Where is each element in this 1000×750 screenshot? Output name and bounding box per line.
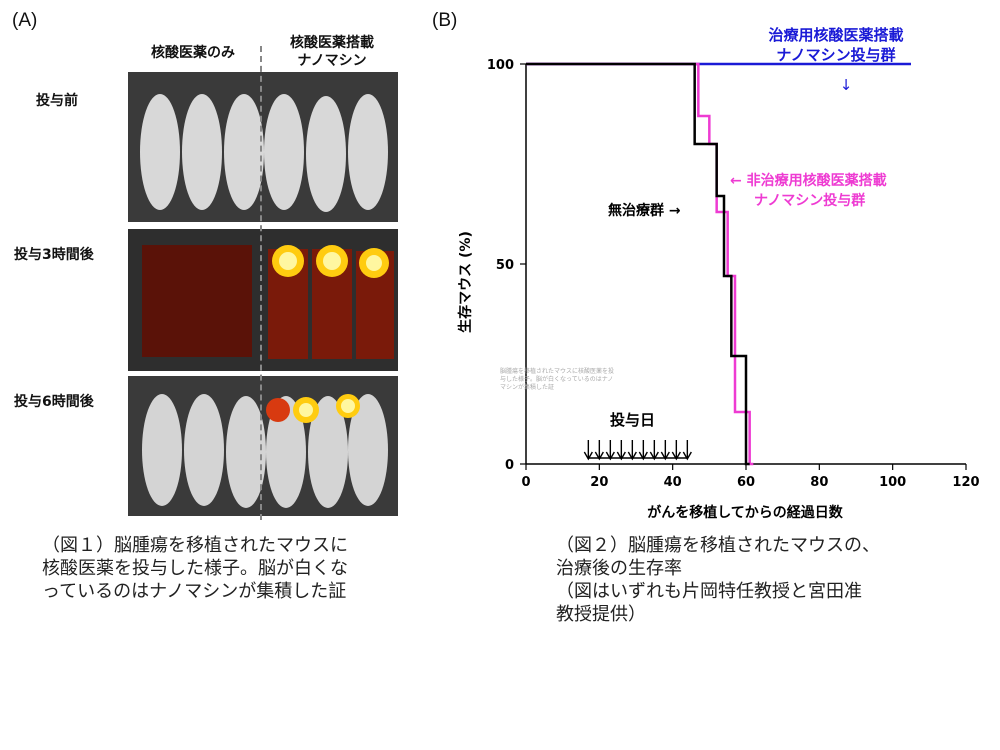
row-label-6h: 投与6時間後 — [14, 394, 94, 410]
x-tick-label: 0 — [521, 475, 530, 490]
dose-arrow-head — [649, 451, 659, 461]
figure2-caption: （図２）脳腫瘍を移植されたマウスの、 治療後の生存率 （図はいずれも片岡特任教授… — [556, 534, 880, 626]
legend-blue-line2: ナノマシン投与群 — [776, 46, 895, 64]
series-line-non-therapeutic — [526, 62, 754, 466]
mouse-photo-3h — [128, 229, 398, 371]
dose-arrow-head — [583, 451, 593, 461]
dose-arrow-head — [682, 451, 692, 461]
mice-6h-illustration — [142, 394, 388, 508]
small-note-line: 与した様子。脳が白くなっているのはナノ — [500, 375, 613, 383]
dose-arrow-head — [660, 451, 670, 461]
column-header-left: 核酸医薬のみ — [151, 45, 235, 61]
panel-b-label: (B) — [432, 10, 458, 31]
column-header-right-line2: ナノマシン — [297, 53, 367, 69]
survival-chart: 0 20 40 60 80 100 120 0 50 100 生存マウス (%) がんを移植してか… — [457, 26, 980, 521]
mice-3h-illustration — [142, 245, 394, 359]
figure1-caption: （図１）脳腫瘍を移植されたマウスに 核酸医薬を投与した様子。脳が白くな っている… — [42, 534, 348, 603]
legend-pink-line1: ← 非治療用核酸医薬搭載 — [730, 172, 887, 189]
y-tick-label: 0 — [505, 458, 514, 473]
column-header-right-line1: 核酸医薬搭載 — [290, 35, 374, 51]
y-tick-label: 50 — [496, 258, 514, 273]
legend-blue-arrow: ↓ — [840, 76, 853, 94]
y-axis-label: 生存マウス (%) — [457, 231, 474, 333]
figure2-caption-line: （図２）脳腫瘍を移植されたマウスの、 — [556, 535, 880, 556]
legend-black: 無治療群 → — [608, 202, 681, 219]
x-tick-label: 40 — [664, 475, 682, 490]
mouse-photo-6h — [128, 376, 398, 516]
dose-arrow-head — [616, 451, 626, 461]
panel-a-label: (A) — [12, 10, 38, 31]
dose-arrow-head — [594, 451, 604, 461]
dose-arrow-head — [671, 451, 681, 461]
small-note: 脳腫瘍を移植されたマウスに核酸医薬を投 与した様子。脳が白くなっているのはナノ … — [500, 367, 614, 391]
dose-arrow-head — [627, 451, 637, 461]
dose-day-label: 投与日 — [610, 411, 655, 429]
figure1-caption-line: 核酸医薬を投与した様子。脳が白くな — [42, 558, 348, 579]
x-tick-label: 100 — [879, 475, 906, 490]
figure2-caption-line: 治療後の生存率 — [556, 558, 682, 579]
legend-pink-line2: ナノマシン投与群 — [754, 192, 865, 209]
row-label-before: 投与前 — [36, 93, 78, 109]
group-divider-line — [260, 46, 262, 520]
figure2-caption-line: （図はいずれも片岡特任教授と宮田准 — [556, 581, 862, 602]
small-note-line: マシンが集積した証 — [500, 383, 554, 391]
mice-before-illustration — [140, 94, 388, 212]
column-header-right: 核酸医薬搭載 ナノマシン — [272, 34, 392, 70]
dose-arrow-head — [638, 451, 648, 461]
x-tick-label: 120 — [952, 475, 979, 490]
figure1-caption-line: っているのはナノマシンが集積した証 — [42, 581, 347, 602]
figure1-caption-line: （図１）脳腫瘍を移植されたマウスに — [42, 535, 348, 556]
plot-area: 0 20 40 60 80 100 120 0 50 100 — [487, 58, 980, 490]
x-axis-label: がんを移植してからの経過日数 — [647, 504, 844, 521]
x-tick-label: 80 — [810, 475, 828, 490]
row-label-3h: 投与3時間後 — [14, 247, 94, 263]
figure2-caption-line: 教授提供） — [556, 604, 646, 625]
series-line-untreated — [526, 62, 750, 466]
legend-blue-line1: 治療用核酸医薬搭載 — [768, 26, 903, 44]
x-tick-label: 60 — [737, 475, 755, 490]
small-note-line: 脳腫瘍を移植されたマウスに核酸医薬を投 — [500, 367, 614, 375]
x-tick-label: 20 — [590, 475, 608, 490]
y-tick-label: 100 — [487, 58, 514, 73]
mouse-photo-before — [128, 72, 398, 222]
dose-arrow-head — [605, 451, 615, 461]
